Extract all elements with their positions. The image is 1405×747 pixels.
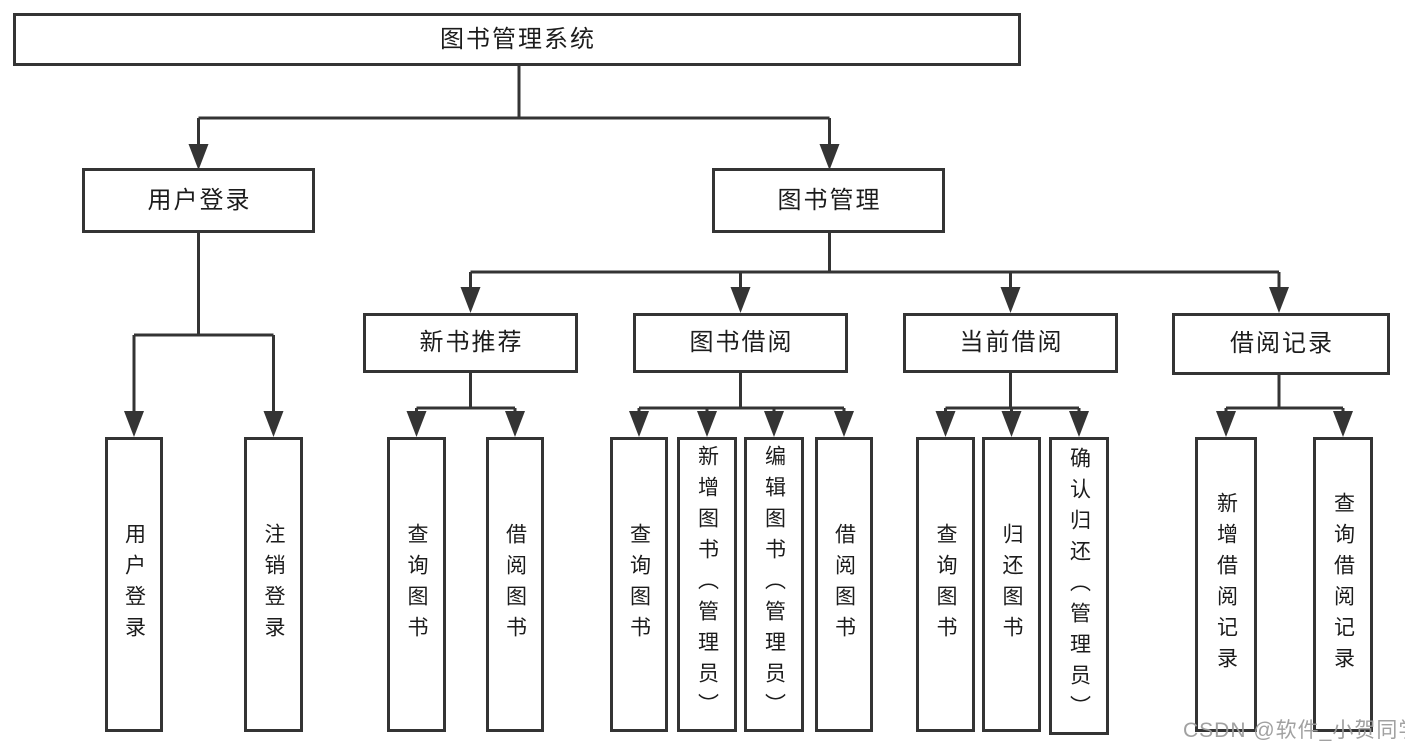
leaf-user-login: 用户登录 <box>105 437 163 732</box>
arrow-down-icon <box>764 411 784 437</box>
leaf-borrowing-search-books-label: 查询图书 <box>627 522 651 647</box>
leaf-borrowing-borrow-books: 借阅图书 <box>815 437 873 732</box>
arrow-down-icon <box>629 411 649 437</box>
arrow-down-icon <box>1001 411 1022 437</box>
leaf-current-confirm-return-admin-label: 确认归还（管理员） <box>1067 446 1091 726</box>
connector-bookborrow-to-leaves <box>637 373 846 416</box>
node-book-borrowing: 图书借阅 <box>633 313 848 373</box>
connector-root-to-level2 <box>197 66 831 148</box>
connector-newbook-to-leaves <box>415 373 517 416</box>
node-root: 图书管理系统 <box>13 13 1021 66</box>
leaf-logout-label: 注销登录 <box>262 522 286 647</box>
node-book-management-label: 图书管理 <box>777 186 882 214</box>
node-user-login-label: 用户登录 <box>147 186 252 214</box>
arrow-down-icon <box>263 411 284 437</box>
node-book-management: 图书管理 <box>712 168 945 233</box>
leaf-logout: 注销登录 <box>244 437 303 732</box>
leaf-record-search-borrow-record-label: 查询借阅记录 <box>1331 491 1355 678</box>
leaf-current-confirm-return-admin: 确认归还（管理员） <box>1049 437 1109 735</box>
arrow-down-icon <box>505 411 525 437</box>
leaf-borrowing-search-books: 查询图书 <box>610 437 668 732</box>
arrow-down-icon <box>124 411 144 437</box>
leaf-borrowing-edit-books-admin: 编辑图书（管理员） <box>744 437 804 732</box>
arrow-down-icon <box>1000 287 1021 313</box>
leaf-newbook-borrow-books-label: 借阅图书 <box>503 522 527 647</box>
leaf-borrowing-borrow-books-label: 借阅图书 <box>832 522 856 647</box>
node-current-borrowing: 当前借阅 <box>903 313 1118 373</box>
connector-bookmgmt-to-level3 <box>469 233 1281 292</box>
leaf-newbook-borrow-books: 借阅图书 <box>486 437 544 732</box>
arrow-down-icon <box>819 144 840 170</box>
arrow-down-icon <box>935 411 956 437</box>
leaf-current-return-books: 归还图书 <box>982 437 1041 732</box>
leaf-newbook-search-books-label: 查询图书 <box>405 522 429 647</box>
node-current-borrowing-label: 当前借阅 <box>959 329 1064 356</box>
arrow-down-icon <box>1333 411 1353 437</box>
arrow-down-icon <box>1216 411 1236 437</box>
node-root-label: 图书管理系统 <box>440 25 596 53</box>
leaf-record-search-borrow-record: 查询借阅记录 <box>1313 437 1373 732</box>
node-user-login: 用户登录 <box>82 168 315 233</box>
leaf-borrowing-edit-books-admin-label: 编辑图书（管理员） <box>762 445 786 724</box>
connector-borrowrecord-to-leaves <box>1224 375 1345 416</box>
csdn-watermark: CSDN @软件_小贺同学 <box>1183 719 1405 742</box>
leaf-borrowing-add-books-admin: 新增图书（管理员） <box>677 437 737 732</box>
arrow-down-icon <box>406 411 427 437</box>
arrow-down-icon <box>1069 411 1089 437</box>
arrow-down-icon <box>1269 287 1289 313</box>
arrow-down-icon <box>730 287 751 313</box>
connector-userlogin-to-leaves <box>132 233 275 414</box>
leaf-borrowing-add-books-admin-label: 新增图书（管理员） <box>695 445 719 724</box>
leaf-record-add-borrow-record-label: 新增借阅记录 <box>1214 491 1238 678</box>
leaf-record-add-borrow-record: 新增借阅记录 <box>1195 437 1257 732</box>
connector-currentborrow-to-leaves <box>944 373 1081 416</box>
node-borrow-records: 借阅记录 <box>1172 313 1390 375</box>
leaf-current-search-books: 查询图书 <box>916 437 975 732</box>
node-book-borrowing-label: 图书借阅 <box>689 329 794 356</box>
node-new-book-recommend-label: 新书推荐 <box>419 329 524 356</box>
node-new-book-recommend: 新书推荐 <box>363 313 578 373</box>
leaf-current-search-books-label: 查询图书 <box>934 522 958 647</box>
leaf-user-login-label: 用户登录 <box>122 522 146 647</box>
leaf-current-return-books-label: 归还图书 <box>1000 522 1024 647</box>
node-borrow-records-label: 借阅记录 <box>1230 330 1334 357</box>
arrow-down-icon <box>188 144 209 170</box>
arrow-down-icon <box>834 411 854 437</box>
leaf-newbook-search-books: 查询图书 <box>387 437 446 732</box>
arrow-down-icon <box>460 287 481 313</box>
arrow-down-icon <box>697 411 717 437</box>
